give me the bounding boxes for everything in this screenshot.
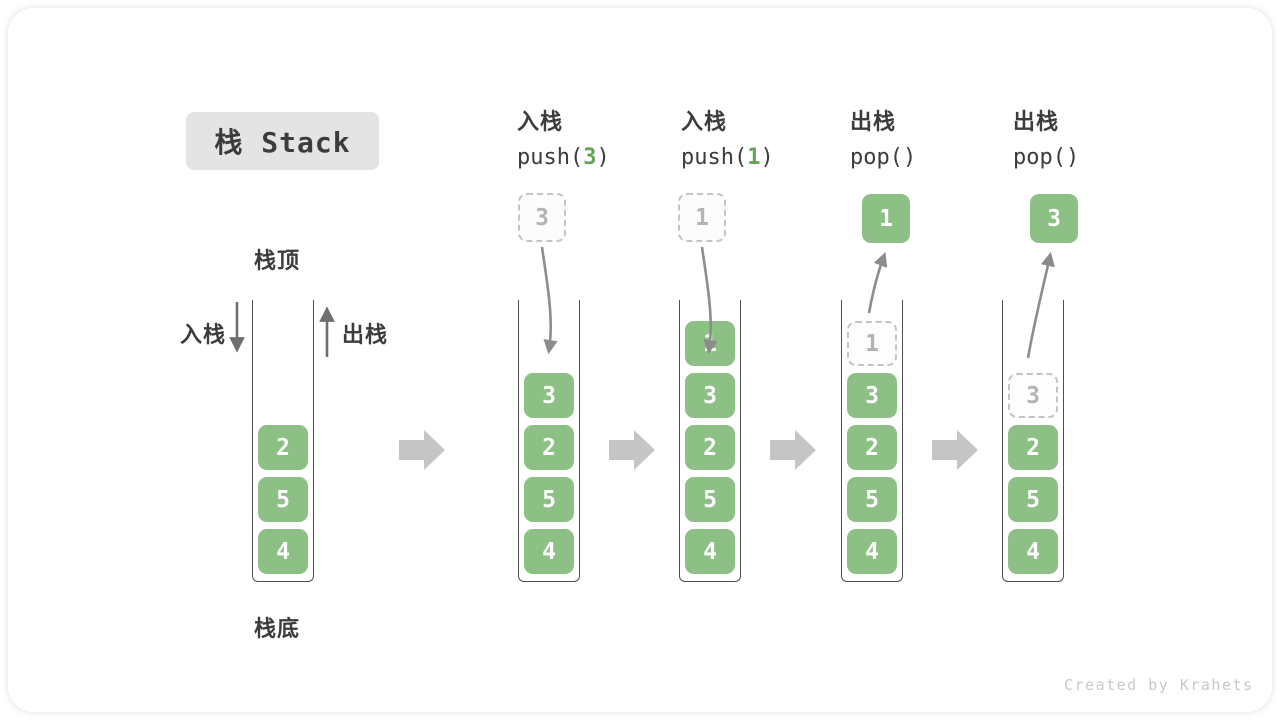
op-code: push(1) xyxy=(681,145,774,170)
stack-cell: 3 xyxy=(847,373,897,418)
incoming-value-box-1: 1 xyxy=(678,193,726,242)
watermark: Created by Krahets xyxy=(1064,676,1254,694)
stack-cell: 2 xyxy=(524,425,574,470)
stack-cell: 4 xyxy=(1008,529,1058,574)
op-arg: 3 xyxy=(583,145,597,170)
col-header-pop-3: 出栈 pop() xyxy=(1013,104,1079,170)
col-header-push-1: 入栈 push(1) xyxy=(681,104,774,170)
op-code: push(3) xyxy=(517,145,610,170)
stack-4-after-pop-1: 1 3 2 5 4 xyxy=(841,300,903,582)
stack-cell: 2 xyxy=(258,425,308,470)
op-label: 出栈 xyxy=(1013,109,1060,134)
stack-cell: 5 xyxy=(1008,477,1058,522)
stack-cell: 5 xyxy=(524,477,574,522)
stack-1-initial: 2 5 4 xyxy=(252,300,314,582)
stack-cell: 4 xyxy=(847,529,897,574)
stack-2-after-push-3: 3 2 5 4 xyxy=(518,300,580,582)
stack-cell-ghost: 3 xyxy=(1008,373,1058,418)
stack-5-after-pop-3: 3 2 5 4 xyxy=(1002,300,1064,582)
op-code: pop() xyxy=(1013,145,1080,170)
op-label: 入栈 xyxy=(681,109,728,134)
stack-cell-ghost: 1 xyxy=(847,321,897,366)
op-arg: 1 xyxy=(747,145,761,170)
stack-top-label: 栈顶 xyxy=(254,248,301,273)
col-header-pop-1: 出栈 pop() xyxy=(850,104,916,170)
stack-cell: 5 xyxy=(258,477,308,522)
op-label: 入栈 xyxy=(517,109,564,134)
stack-cell: 4 xyxy=(685,529,735,574)
stack-cell: 4 xyxy=(258,529,308,574)
stack-cell: 2 xyxy=(685,425,735,470)
stack-cell: 4 xyxy=(524,529,574,574)
popped-value-box-1: 1 xyxy=(862,194,910,243)
stack-cell: 3 xyxy=(685,373,735,418)
stack-bottom-label: 栈底 xyxy=(254,616,301,641)
stack-cell: 2 xyxy=(1008,425,1058,470)
pop-side-label: 出栈 xyxy=(342,322,389,347)
incoming-value-box-3: 3 xyxy=(518,193,566,242)
stack-cell: 5 xyxy=(847,477,897,522)
diagram-title: 栈 Stack xyxy=(214,126,351,159)
stack-cell: 2 xyxy=(847,425,897,470)
stack-cell: 3 xyxy=(524,373,574,418)
op-code: pop() xyxy=(850,145,917,170)
stack-3-after-push-1: 1 3 2 5 4 xyxy=(679,300,741,582)
stack-cell: 5 xyxy=(685,477,735,522)
diagram-title-box: 栈 Stack xyxy=(186,112,379,170)
col-header-push-3: 入栈 push(3) xyxy=(517,104,610,170)
push-side-label: 入栈 xyxy=(180,322,227,347)
op-label: 出栈 xyxy=(850,109,897,134)
stack-cell: 1 xyxy=(685,321,735,366)
popped-value-box-3: 3 xyxy=(1030,194,1078,243)
